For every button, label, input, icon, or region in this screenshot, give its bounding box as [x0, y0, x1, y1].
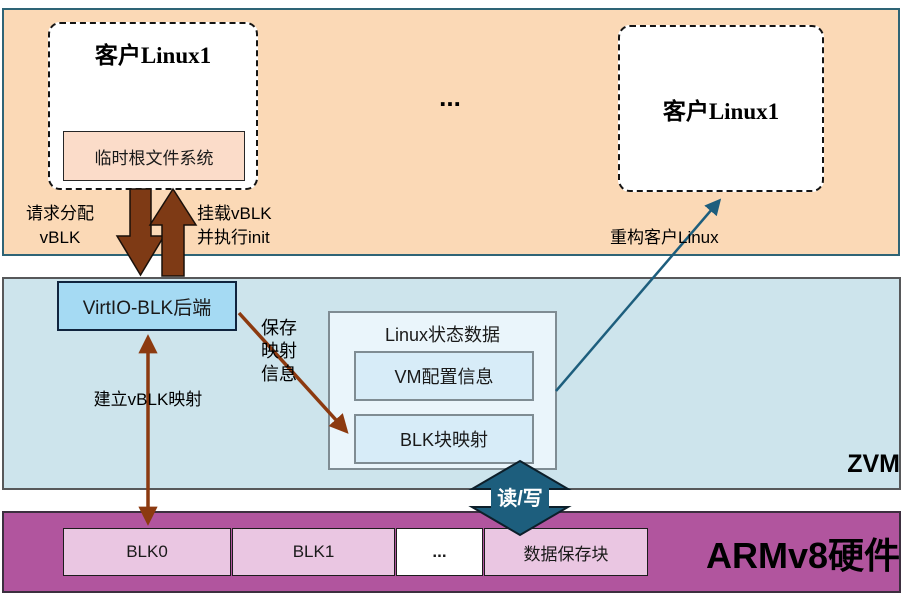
zvm-layer-label: ZVM	[847, 450, 900, 478]
blk-ellipsis-box: ...	[396, 528, 483, 576]
linux-state-data-title: Linux状态数据	[384, 325, 501, 345]
blk1-box: BLK1	[232, 528, 395, 576]
request-alloc-label: 请求分配 vBLK	[26, 204, 94, 247]
armv8-hardware-label: ARMv8硬件	[705, 535, 900, 576]
rebuild-guest-label: 重构客户Linux	[610, 228, 719, 247]
guest-linux2-box: 客户Linux1	[618, 25, 824, 192]
save-mapping-label: 保存 映射 信息	[261, 318, 297, 384]
vm-config-info-box: VM配置信息	[354, 351, 534, 401]
blk-block-mapping-box: BLK块映射	[354, 414, 534, 464]
data-storage-block-box: 数据保存块	[484, 528, 648, 576]
temp-rootfs-box: 临时根文件系统	[63, 131, 245, 181]
virtio-blk-backend-box: VirtIO-BLK后端	[57, 281, 237, 331]
establish-mapping-label: 建立vBLK映射	[93, 390, 203, 409]
mount-init-label: 挂载vBLK 并执行init	[197, 204, 272, 247]
guest-ellipsis: ...	[439, 82, 461, 112]
blk0-box: BLK0	[63, 528, 231, 576]
guest-linux1-title: 客户Linux1	[94, 43, 212, 68]
guest-linux1-box: 客户Linux1 临时根文件系统	[48, 22, 258, 190]
linux-state-data-box: Linux状态数据 VM配置信息 BLK块映射	[328, 311, 557, 470]
read-write-label: 读/写	[491, 486, 549, 512]
guest-linux2-title: 客户Linux1	[662, 98, 780, 124]
